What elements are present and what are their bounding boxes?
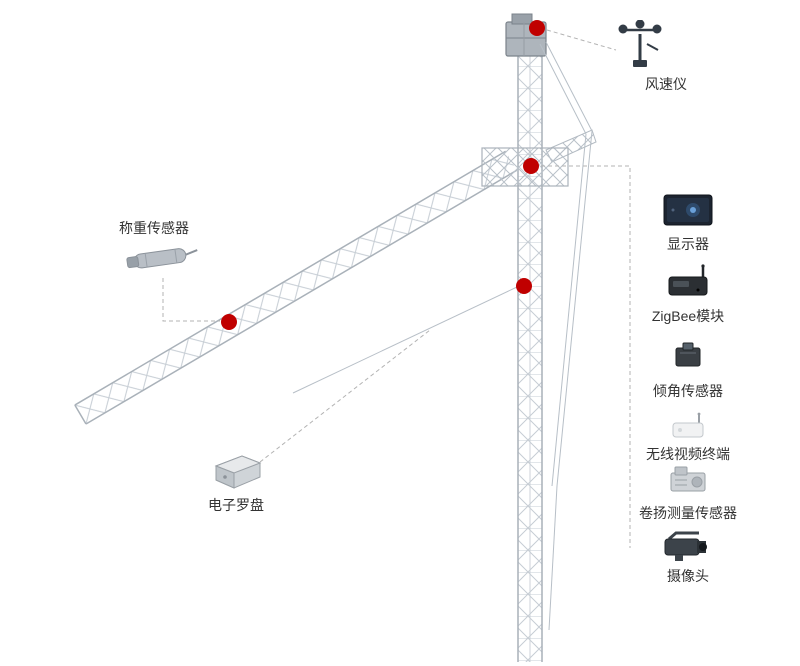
zigbee-module-label: ZigBee模块	[651, 308, 725, 324]
connector-load-sensor	[162, 278, 220, 322]
electronic-compass-icon	[208, 450, 266, 490]
tower-mast	[517, 56, 543, 662]
cable	[556, 130, 593, 487]
connector-anemometer	[546, 29, 617, 51]
hoist-sensor-label: 卷扬测量传感器	[639, 505, 737, 521]
connector-lines	[162, 29, 631, 548]
marker-anemometer	[529, 20, 545, 36]
hoist-sensor-icon	[667, 464, 709, 496]
marker-jib	[221, 314, 237, 330]
display-icon	[663, 194, 713, 226]
cable	[545, 41, 593, 132]
connector-compass	[259, 329, 431, 463]
compass-label: 电子罗盘	[208, 497, 264, 513]
tilt-sensor-icon	[671, 340, 705, 370]
connector-right-panel	[541, 165, 631, 548]
zigbee-module-icon	[665, 264, 711, 298]
anemometer-icon	[616, 20, 664, 70]
slewing-unit	[481, 129, 597, 187]
anemometer-label: 风速仪	[645, 76, 687, 92]
sensor-markers	[221, 20, 545, 330]
camera-icon	[663, 530, 713, 564]
jib-tie-rod	[292, 286, 518, 394]
load-pin-sensor-icon	[124, 240, 200, 276]
cable	[548, 485, 558, 631]
load-sensor-label: 称重传感器	[119, 220, 189, 236]
marker-slewing-unit	[523, 158, 539, 174]
jib	[74, 150, 518, 425]
camera-label: 摄像头	[667, 568, 709, 584]
video-terminal-icon	[669, 412, 707, 440]
cables	[292, 41, 593, 631]
video-terminal-label: 无线视频终端	[646, 446, 730, 462]
tilt-sensor-label: 倾角传感器	[653, 383, 723, 399]
display-label: 显示器	[667, 236, 709, 252]
cable	[539, 43, 587, 135]
marker-tower-mid	[516, 278, 532, 294]
cable	[551, 133, 587, 487]
